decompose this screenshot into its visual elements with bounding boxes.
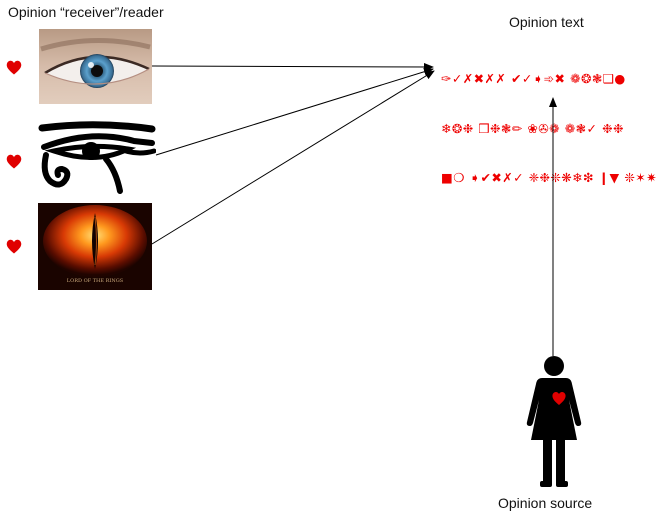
movie-title-caption: LORD OF THE RINGS xyxy=(67,278,124,284)
eye-of-sauron-image: LORD OF THE RINGS xyxy=(38,203,152,290)
eye-of-horus-icon xyxy=(36,121,156,195)
heart-icon xyxy=(552,392,566,405)
heart-icon xyxy=(6,60,22,75)
opinion-text-line: ❄❂❉ ❒❉❃✏ ❀✇❁ ❁❃✓ ❉❉ xyxy=(441,120,624,136)
receiver-label: Opinion “receiver”/reader xyxy=(8,4,164,20)
heart-icon xyxy=(6,154,22,169)
eye-photo xyxy=(39,29,152,104)
opinion-text-label: Opinion text xyxy=(509,14,584,30)
arrow-reader-1-to-text xyxy=(151,62,434,71)
opinion-text-block: ✑✓✗✖✗✗ ✔✓➧➾✖ ❁❂❃❑● ❄❂❉ ❒❉❃✏ ❀✇❁ ❁❃✓ ❉❉ ■… xyxy=(441,38,663,220)
arrow-reader-3-to-text xyxy=(151,70,435,245)
woman-silhouette-icon xyxy=(526,356,582,487)
opinion-text-line: ✑✓✗✖✗✗ ✔✓➧➾✖ ❁❂❃❑● xyxy=(441,71,626,86)
arrow-reader-2-to-text xyxy=(155,67,434,156)
opinion-text-line: ■❍ ➧✔✖✗✓ ❈❉❊❋❄❇ ❙▼ ❊✶✷ xyxy=(441,170,657,185)
source-label: Opinion source xyxy=(498,495,593,511)
heart-icon xyxy=(6,239,22,254)
